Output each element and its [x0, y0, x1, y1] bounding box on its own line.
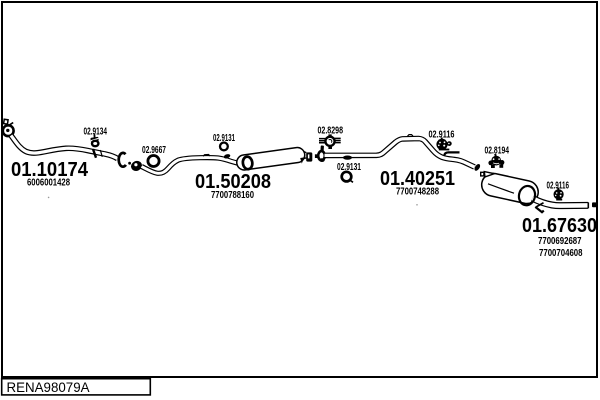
svg-text:01.67630: 01.67630 — [522, 215, 597, 237]
svg-text:02.8194: 02.8194 — [485, 145, 510, 156]
svg-text:02.9131: 02.9131 — [213, 133, 235, 144]
svg-text:02.9134: 02.9134 — [84, 126, 108, 137]
svg-text:02.9131: 02.9131 — [337, 162, 361, 173]
svg-text:7700788160: 7700788160 — [211, 190, 254, 201]
svg-text:02.9116: 02.9116 — [547, 180, 570, 191]
svg-text:01.40251: 01.40251 — [380, 168, 455, 190]
svg-text:02.8298: 02.8298 — [318, 125, 344, 136]
svg-text:01.10174: 01.10174 — [11, 159, 89, 181]
svg-text:01.50208: 01.50208 — [195, 171, 271, 193]
svg-text:7700704608: 7700704608 — [539, 248, 583, 259]
svg-text:02.9667: 02.9667 — [142, 145, 166, 156]
svg-text:6006001428: 6006001428 — [27, 177, 70, 188]
svg-text:RENA98079A: RENA98079A — [7, 379, 91, 395]
svg-text:02.9116: 02.9116 — [429, 130, 455, 141]
svg-text:7700692687: 7700692687 — [538, 236, 582, 247]
svg-text:7700748288: 7700748288 — [396, 186, 439, 197]
